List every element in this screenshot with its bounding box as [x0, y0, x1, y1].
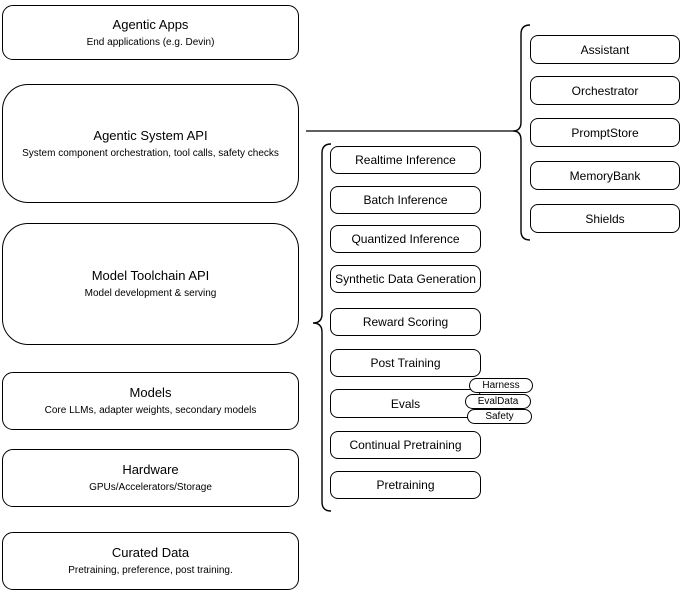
node-continual-pretraining: Continual Pretraining [330, 431, 481, 459]
node-promptstore: PromptStore [530, 118, 680, 147]
tag-safety: Safety [467, 409, 532, 424]
node-memorybank: MemoryBank [530, 161, 680, 190]
node-models: Models Core LLMs, adapter weights, secon… [2, 372, 299, 430]
node-curated-data: Curated Data Pretraining, preference, po… [2, 532, 299, 590]
node-title: Model Toolchain API [91, 268, 210, 283]
node-assistant: Assistant [530, 35, 680, 64]
node-batch-inference: Batch Inference [330, 186, 481, 214]
node-title: Agentic Apps [112, 16, 189, 32]
node-title: Hardware [122, 462, 179, 477]
node-shields: Shields [530, 204, 680, 233]
node-pretraining: Pretraining [330, 471, 481, 499]
node-subtitle: System component orchestration, tool cal… [22, 147, 279, 159]
node-subtitle: GPUs/Accelerators/Storage [89, 482, 212, 493]
node-hardware: Hardware GPUs/Accelerators/Storage [2, 449, 299, 507]
node-title: Curated Data [111, 545, 190, 560]
node-reward-scoring: Reward Scoring [330, 308, 481, 336]
node-subtitle: End applications (e.g. Devin) [86, 36, 215, 48]
system-components-bracket [512, 24, 531, 241]
node-title: Models [129, 385, 172, 400]
node-orchestrator: Orchestrator [530, 76, 680, 105]
node-evals: Evals [330, 389, 481, 418]
node-post-training: Post Training [330, 349, 481, 377]
node-realtime-inference: Realtime Inference [330, 146, 481, 174]
tag-evaldata: EvalData [465, 394, 531, 409]
node-quantized-inference: Quantized Inference [330, 225, 481, 253]
toolchain-services-bracket [312, 143, 332, 512]
node-agentic-system-api: Agentic System API System component orch… [2, 84, 299, 203]
node-subtitle: Model development & serving [84, 288, 217, 299]
node-agentic-apps: Agentic Apps End applications (e.g. Devi… [2, 5, 299, 60]
node-model-toolchain-api: Model Toolchain API Model development & … [2, 223, 299, 345]
node-title: Agentic System API [93, 127, 208, 143]
tag-harness: Harness [469, 378, 533, 393]
node-subtitle: Core LLMs, adapter weights, secondary mo… [44, 405, 257, 416]
node-subtitle: Pretraining, preference, post training. [68, 565, 233, 576]
node-synthetic-data-generation: Synthetic Data Generation [330, 265, 481, 293]
